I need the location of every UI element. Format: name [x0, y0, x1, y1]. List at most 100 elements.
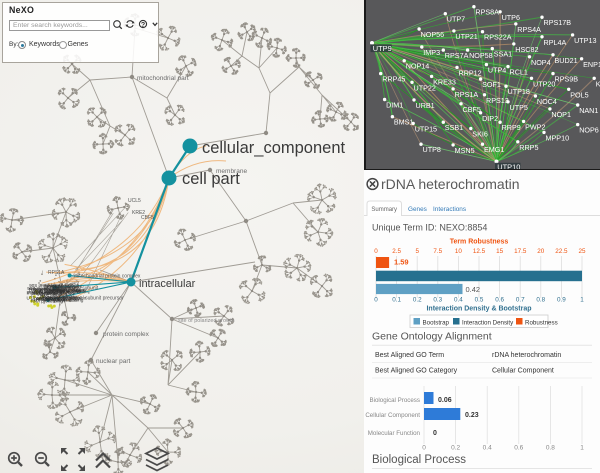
svg-text:0.1: 0.1 [392, 297, 401, 304]
svg-text:NOP4: NOP4 [531, 58, 551, 67]
svg-text:Best Aligned GO Term: Best Aligned GO Term [375, 352, 444, 359]
svg-text:UTP complex: UTP complex [27, 296, 55, 301]
svg-text:PWP2: PWP2 [525, 122, 545, 131]
svg-text:ribosomal subunit: ribosomal subunit [45, 290, 81, 295]
svg-text:Bootstrap: Bootstrap [423, 319, 450, 326]
svg-text:90S preribosome: 90S preribosome [29, 283, 64, 288]
svg-text:mitochondrial part: mitochondrial part [137, 75, 189, 82]
svg-text:RPS1A: RPS1A [455, 90, 479, 99]
svg-text:CBF5: CBF5 [141, 215, 154, 221]
svg-text:SSB1: SSB1 [445, 123, 463, 132]
svg-text:0.23: 0.23 [465, 412, 479, 419]
svg-text:KRE2: KRE2 [132, 210, 145, 216]
svg-text:rDNA heterochromatin: rDNA heterochromatin [381, 176, 520, 192]
svg-text:nucleolar complex: nucleolar complex [49, 288, 86, 293]
svg-text:BMS1: BMS1 [394, 118, 414, 127]
svg-text:NOC4: NOC4 [537, 97, 557, 106]
svg-text:HSC82: HSC82 [515, 45, 538, 54]
svg-text:UTP6: UTP6 [502, 13, 520, 22]
svg-text:UTP20: UTP20 [533, 79, 555, 88]
svg-text:0.8: 0.8 [536, 297, 545, 304]
svg-text:0: 0 [374, 297, 378, 304]
svg-text:subunit precursor: subunit precursor [45, 296, 80, 301]
svg-text:Interaction Density & Bootstra: Interaction Density & Bootstrap [426, 306, 531, 313]
svg-text:DIP2: DIP2 [482, 114, 498, 123]
svg-text:0: 0 [374, 248, 378, 255]
svg-text:pre-60S particle: pre-60S particle [44, 286, 76, 291]
svg-text:cell part: cell part [182, 170, 240, 188]
svg-text:0.5: 0.5 [475, 297, 484, 304]
svg-text:RRP45: RRP45 [382, 75, 405, 84]
svg-text:RNA processing: RNA processing [29, 287, 62, 292]
svg-text:Unique Term ID: NEXO:8854: Unique Term ID: NEXO:8854 [372, 223, 487, 233]
svg-text:0.06: 0.06 [438, 397, 452, 404]
svg-text:intracellular: intracellular [139, 278, 196, 290]
svg-text:ribosomal subunit: ribosomal subunit [31, 286, 67, 291]
svg-text:UCL5: UCL5 [128, 198, 141, 204]
svg-text:NOP14: NOP14 [406, 62, 430, 71]
svg-text:NOP56: NOP56 [421, 30, 445, 39]
svg-text:RPL28 complex: RPL28 complex [36, 297, 69, 302]
svg-text:RPS17B: RPS17B [544, 18, 572, 27]
svg-text:Best Aligned GO Category: Best Aligned GO Category [375, 368, 458, 375]
svg-text:DIM1: DIM1 [386, 101, 403, 110]
svg-text:90S preribosome: 90S preribosome [27, 286, 62, 291]
svg-text:17.5: 17.5 [514, 248, 527, 255]
svg-text:UTP7: UTP7 [447, 15, 465, 24]
svg-text:Robustness: Robustness [525, 319, 558, 326]
svg-text:1: 1 [580, 297, 584, 304]
svg-text:0.2: 0.2 [413, 297, 422, 304]
svg-text:UTP18: UTP18 [508, 87, 530, 96]
svg-text:RRP5: RRP5 [519, 143, 538, 152]
svg-text:0.8: 0.8 [546, 445, 555, 452]
svg-text:NOP6: NOP6 [579, 126, 599, 135]
svg-text:processome complex: processome complex [27, 290, 70, 295]
svg-text:SSA1: SSA1 [494, 50, 512, 59]
svg-text:NOP56 NOP58: NOP56 NOP58 [36, 297, 67, 302]
svg-text:ribosomal subunit: ribosomal subunit [51, 289, 87, 294]
svg-text:ribosomal subunit precursor: ribosomal subunit precursor [62, 296, 124, 302]
svg-text:20: 20 [537, 248, 545, 255]
svg-text:site of polarized growth: site of polarized growth [178, 318, 235, 324]
svg-text:RPS7A: RPS7A [445, 51, 469, 60]
svg-text:preribosome complex: preribosome complex [34, 296, 78, 301]
svg-text:2.5: 2.5 [392, 248, 401, 255]
svg-text:NOP58: NOP58 [469, 51, 493, 60]
svg-text:Biological Process: Biological Process [372, 454, 466, 466]
svg-text:Gene Ontology Alignment: Gene Ontology Alignment [372, 331, 492, 343]
svg-text:KRR1: KRR1 [596, 79, 600, 88]
svg-text:UTP22: UTP22 [414, 83, 436, 92]
svg-text:RCL1: RCL1 [510, 68, 528, 77]
svg-text:pre-60S particle: pre-60S particle [44, 284, 76, 289]
svg-text:Summary: Summary [371, 207, 397, 213]
svg-text:Cellular Component: Cellular Component [492, 368, 554, 375]
svg-text:0: 0 [422, 445, 426, 452]
svg-text:RPL4A: RPL4A [544, 38, 567, 47]
svg-text:SKI6: SKI6 [472, 130, 488, 139]
svg-text:0.4: 0.4 [483, 445, 492, 452]
svg-text:22.5: 22.5 [555, 248, 568, 255]
svg-text:ENP1: ENP1 [583, 60, 600, 69]
svg-text:RNA processing: RNA processing [40, 294, 73, 299]
svg-text:1.59: 1.59 [394, 258, 409, 267]
svg-text:NAN1: NAN1 [579, 106, 598, 115]
svg-text:Term Robustness: Term Robustness [450, 239, 509, 246]
svg-text:UTP complex: UTP complex [40, 292, 68, 297]
svg-text:RNA processing: RNA processing [51, 297, 84, 302]
svg-text:EMG1: EMG1 [484, 145, 504, 154]
svg-text:UTP21: UTP21 [455, 32, 477, 41]
svg-text:7.5: 7.5 [433, 248, 442, 255]
svg-text:mitochondrial protein complex: mitochondrial protein complex [74, 274, 141, 280]
svg-text:Cellular Component: Cellular Component [365, 412, 420, 419]
svg-text:MPP10: MPP10 [546, 133, 570, 142]
svg-text:RNA processing: RNA processing [31, 299, 64, 304]
svg-text:?: ? [141, 22, 145, 29]
svg-text:5: 5 [415, 248, 419, 255]
svg-text:ribonucleoprotein: ribonucleoprotein [43, 297, 78, 302]
svg-text:RPS1A: RPS1A [48, 270, 65, 276]
svg-text:small subunit processome: small subunit processome [33, 288, 86, 293]
svg-text:UTP10: UTP10 [497, 162, 520, 171]
svg-text:0: 0 [433, 430, 437, 437]
svg-text:10: 10 [455, 248, 463, 255]
svg-text:membrane: membrane [216, 168, 247, 175]
